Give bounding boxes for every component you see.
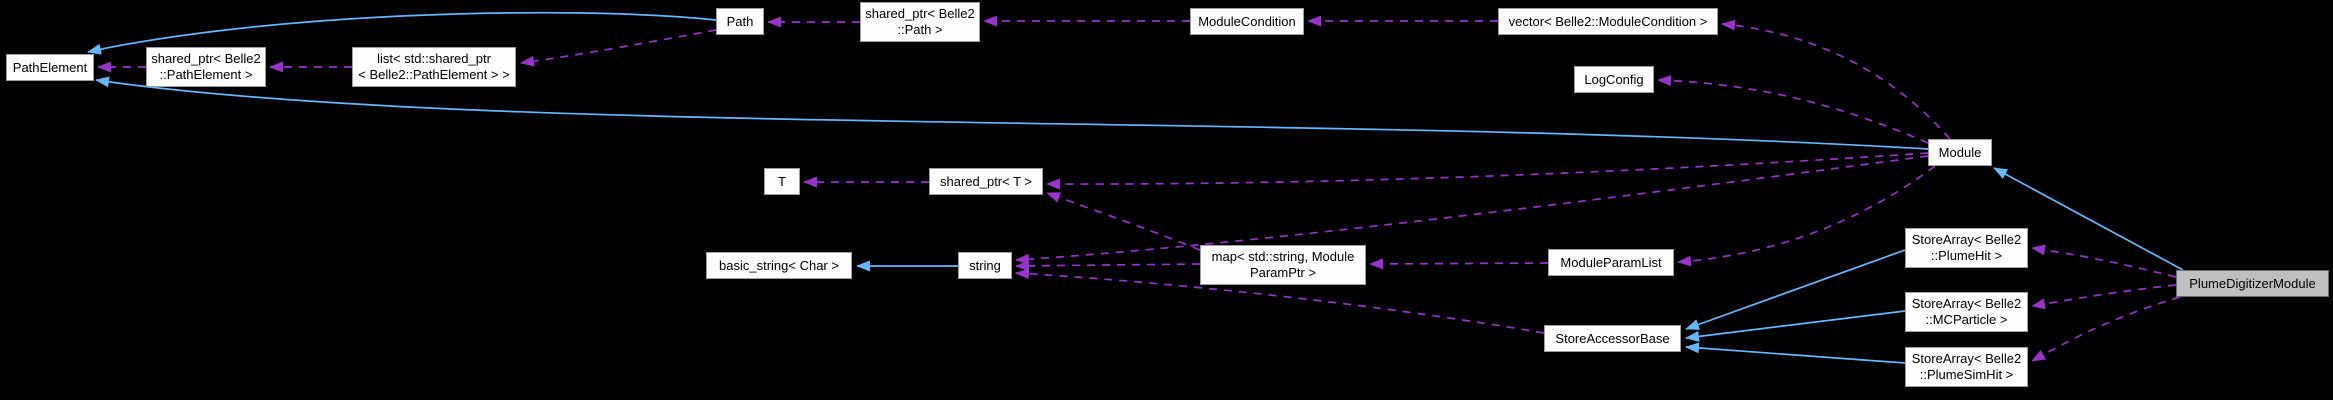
edge-plumedigitizermodule-to-sa-mcparticle — [2031, 284, 2177, 310]
node-label: basic_string< Char > — [719, 257, 839, 273]
node-label: shared_ptr< T > — [939, 173, 1033, 189]
node-label: vector< Belle2::ModuleCondition > — [1508, 13, 1708, 29]
node-label: ::PlumeHit > — [1930, 248, 2003, 263]
node-sa-plumesimhit[interactable]: StoreArray< Belle2::PlumeSimHit > — [1905, 347, 2028, 387]
edge-map-moduleparamptr-to-sp-t — [1046, 192, 1201, 251]
node-label: < Belle2::PathElement > > — [358, 67, 510, 82]
node-label: list< std::shared_ptr — [377, 51, 491, 66]
node-label: StoreArray< Belle2 — [1911, 296, 2022, 311]
node-t[interactable]: T — [764, 168, 800, 195]
edge-plumedigitizermodule-to-sa-plumesimhit — [2031, 296, 2181, 362]
node-sa-plumehit[interactable]: StoreArray< Belle2::PlumeHit > — [1905, 228, 2028, 268]
node-sa-mcparticle[interactable]: StoreArray< Belle2::MCParticle > — [1905, 292, 2028, 332]
node-label: ::PlumeSimHit > — [1919, 367, 2014, 382]
node-moduleparamlist[interactable]: ModuleParamList — [1548, 249, 1674, 276]
node-plumedigitizermodule[interactable]: PlumeDigitizerModule — [2176, 270, 2329, 297]
node-label: shared_ptr< Belle2 — [865, 6, 975, 21]
node-string[interactable]: string — [958, 252, 1012, 279]
node-modulecondition[interactable]: ModuleCondition — [1190, 8, 1304, 35]
node-label: PlumeDigitizerModule — [2189, 275, 2316, 291]
edge-module-to-logconfig — [1657, 75, 1929, 144]
edge-map-moduleparamptr-to-string — [1015, 260, 1201, 272]
edge-plumedigitizermodule-to-module — [1993, 167, 2184, 271]
node-vector-modulecondition[interactable]: vector< Belle2::ModuleCondition > — [1498, 8, 1718, 35]
node-label: PathElement — [12, 59, 88, 75]
edge-path-to-list-sp-pathelement — [520, 29, 717, 67]
node-label: StoreAccessorBase — [1555, 330, 1670, 346]
edge-plumedigitizermodule-to-sa-plumehit — [2031, 244, 2177, 278]
node-logconfig[interactable]: LogConfig — [1574, 66, 1654, 93]
node-label: Path — [726, 13, 754, 29]
edge-module-to-vector-modulecondition — [1721, 19, 1951, 140]
node-label: ParamPtr > — [1249, 265, 1317, 280]
edge-sa-plumehit-to-storeaccessorbase — [1685, 249, 1906, 330]
node-label: LogConfig — [1584, 71, 1644, 87]
node-label: Module — [1938, 144, 1982, 160]
edge-module-to-moduleparamlist — [1677, 165, 1936, 267]
node-label: map< std::string, Module — [1211, 249, 1355, 264]
node-label: StoreArray< Belle2 — [1911, 351, 2022, 366]
edge-moduleparamlist-to-map-moduleparamptr — [1369, 258, 1549, 270]
node-basic-string[interactable]: basic_string< Char > — [706, 252, 852, 279]
node-label: ::MCParticle > — [1925, 312, 2008, 327]
edge-sa-plumesimhit-to-storeaccessorbase — [1685, 342, 1906, 364]
node-label: ::PathElement > — [159, 67, 253, 82]
node-module[interactable]: Module — [1928, 139, 1992, 166]
node-label: ModuleParamList — [1560, 254, 1662, 270]
node-label: T — [778, 173, 786, 189]
edge-module-to-string — [1015, 155, 1929, 265]
edge-storeaccessorbase-to-string — [1015, 268, 1545, 334]
node-list-sp-pathelement[interactable]: list< std::shared_ptr< Belle2::PathEleme… — [352, 47, 516, 87]
edge-sa-mcparticle-to-storeaccessorbase — [1685, 310, 1906, 342]
node-sp-path[interactable]: shared_ptr< Belle2::Path > — [860, 2, 980, 42]
node-label: string — [969, 257, 1001, 273]
node-path[interactable]: Path — [716, 8, 764, 35]
node-label: ::Path > — [897, 22, 943, 37]
node-pathelement[interactable]: PathElement — [6, 54, 94, 81]
node-label: shared_ptr< Belle2 — [151, 51, 261, 66]
edge-path-to-pathelement — [87, 11, 717, 55]
node-label: StoreArray< Belle2 — [1911, 232, 2022, 247]
edge-module-to-sp-t — [1046, 152, 1929, 190]
node-sp-t[interactable]: shared_ptr< T > — [929, 168, 1043, 195]
node-label: ModuleCondition — [1198, 13, 1296, 29]
node-sp-pathelement[interactable]: shared_ptr< Belle2::PathElement > — [146, 47, 266, 87]
edge-module-to-pathelement — [95, 76, 1929, 150]
node-storeaccessorbase[interactable]: StoreAccessorBase — [1544, 325, 1681, 352]
